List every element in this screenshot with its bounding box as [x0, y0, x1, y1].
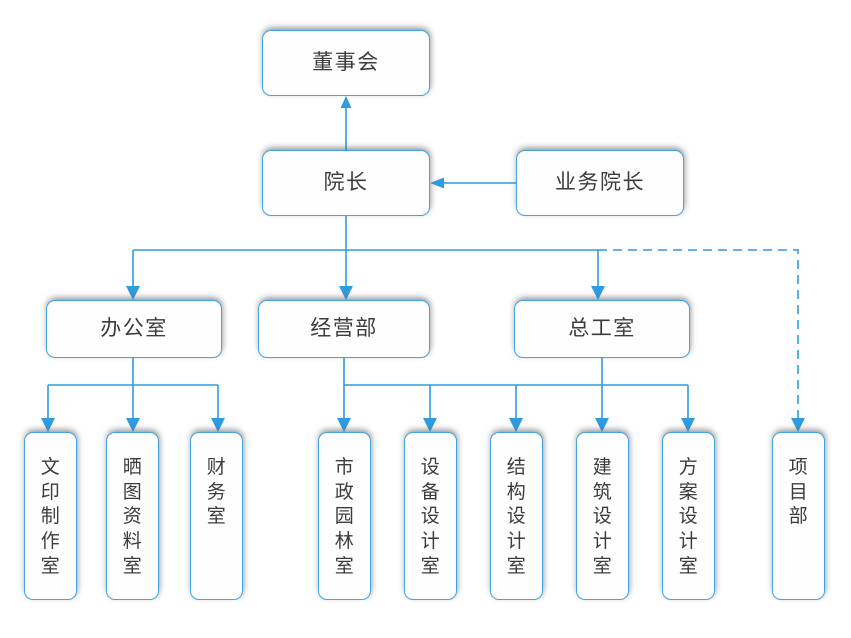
- edge-drop-office: [126, 250, 140, 300]
- org-node-label-blueprint: 晒 图 资 料 室: [122, 456, 143, 577]
- org-node-label-board: 董事会: [312, 50, 380, 75]
- org-node-label-structure: 结 构 设 计 室: [506, 456, 527, 577]
- edge-office-subtree: [41, 358, 225, 432]
- edge-bizdept-chiefeng-subtree: [337, 358, 695, 432]
- org-node-biz-dept[interactable]: 经营部: [258, 300, 430, 358]
- org-node-label-equipment: 设 备 设 计 室: [420, 456, 441, 577]
- org-node-label-biz-vp: 业务院长: [555, 170, 645, 195]
- org-node-equipment[interactable]: 设 备 设 计 室: [404, 432, 457, 600]
- org-node-chief-eng[interactable]: 总工室: [514, 300, 690, 358]
- org-node-label-architect: 建 筑 设 计 室: [592, 456, 613, 577]
- edge-president-to-board: [340, 96, 352, 150]
- org-node-print[interactable]: 文 印 制 作 室: [24, 432, 77, 600]
- edge-bizvp-to-president: [430, 177, 516, 189]
- edge-drop-bizdept: [339, 250, 353, 300]
- org-node-label-biz-dept: 经营部: [310, 316, 378, 341]
- org-node-architect[interactable]: 建 筑 设 计 室: [576, 432, 629, 600]
- org-node-label-finance: 财 务 室: [206, 456, 227, 528]
- org-node-project[interactable]: 项 目 部: [772, 432, 825, 600]
- org-node-label-president: 院长: [323, 170, 369, 195]
- org-node-finance[interactable]: 财 务 室: [190, 432, 243, 600]
- org-node-label-office: 办公室: [100, 316, 168, 341]
- org-node-blueprint[interactable]: 晒 图 资 料 室: [106, 432, 159, 600]
- edge-drop-chiefeng: [591, 250, 605, 300]
- org-node-label-print: 文 印 制 作 室: [40, 456, 61, 577]
- org-node-label-municipal: 市 政 园 林 室: [334, 456, 355, 577]
- org-node-label-chief-eng: 总工室: [568, 316, 636, 341]
- org-node-office[interactable]: 办公室: [46, 300, 222, 358]
- org-node-label-scheme: 方 案 设 计 室: [678, 456, 699, 577]
- org-node-label-project: 项 目 部: [788, 456, 809, 528]
- org-node-biz-vp[interactable]: 业务院长: [516, 150, 684, 216]
- org-node-board[interactable]: 董事会: [262, 30, 430, 96]
- org-node-president[interactable]: 院长: [262, 150, 430, 216]
- org-node-scheme[interactable]: 方 案 设 计 室: [662, 432, 715, 600]
- org-node-municipal[interactable]: 市 政 园 林 室: [318, 432, 371, 600]
- org-node-structure[interactable]: 结 构 设 计 室: [490, 432, 543, 600]
